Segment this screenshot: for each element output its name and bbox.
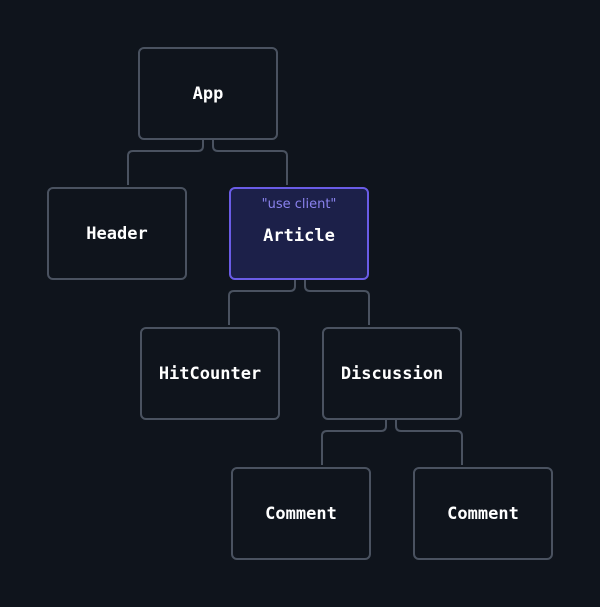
node-discussion-label: Discussion <box>340 363 444 384</box>
node-hitcounter-label: HitCounter <box>158 363 262 384</box>
node-article: "use client" Article <box>229 187 369 280</box>
node-comment: Comment <box>413 467 553 560</box>
connector-article-hitcounter <box>228 280 296 325</box>
connector-app-article <box>212 140 288 185</box>
connector-article-discussion <box>304 280 370 325</box>
node-app: App <box>138 47 278 140</box>
node-comment-label: Comment <box>265 503 337 524</box>
use-client-tag: "use client" <box>261 197 337 212</box>
node-comment: Comment <box>231 467 371 560</box>
node-hitcounter: HitCounter <box>140 327 280 420</box>
node-article-label: Article <box>263 225 335 246</box>
node-comment-label: Comment <box>447 503 519 524</box>
connector-discussion-comment-2 <box>395 420 463 465</box>
connector-app-header <box>127 140 204 185</box>
node-header-label: Header <box>86 223 148 244</box>
connector-discussion-comment-1 <box>321 420 387 465</box>
node-header: Header <box>47 187 187 280</box>
node-discussion: Discussion <box>322 327 462 420</box>
node-app-label: App <box>192 83 224 104</box>
